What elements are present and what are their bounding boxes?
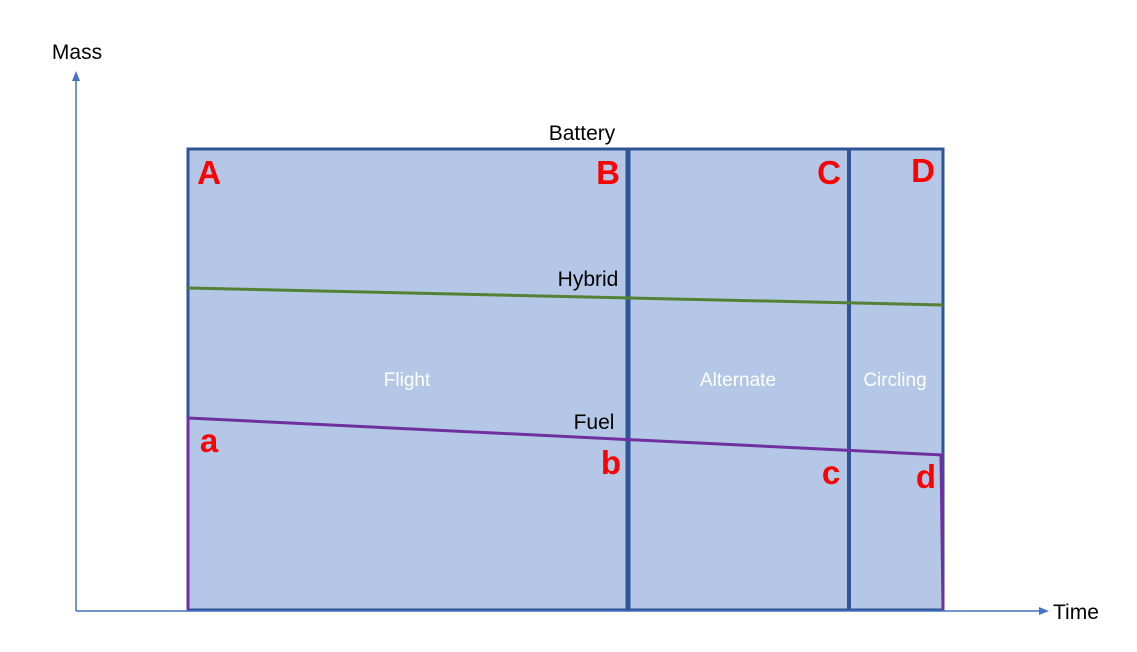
- phase-label-flight: Flight: [384, 370, 431, 391]
- battery-label: Battery: [549, 122, 616, 145]
- point-label-A: A: [197, 154, 221, 191]
- point-label-d: d: [916, 458, 936, 495]
- y-axis-label: Mass: [52, 41, 102, 64]
- mission-region: [186, 147, 945, 612]
- point-label-B: B: [596, 154, 620, 191]
- point-label-D: D: [911, 152, 935, 189]
- point-label-a: a: [200, 422, 219, 459]
- phase-label-alternate: Alternate: [700, 370, 776, 391]
- hybrid-line: [187, 286, 944, 307]
- point-label-b: b: [601, 444, 621, 481]
- x-axis-label: Time: [1053, 601, 1099, 624]
- fuel-line: [187, 416, 944, 457]
- phase-label-circling: Circling: [863, 370, 926, 391]
- fuel-label: Fuel: [574, 411, 615, 434]
- point-label-C: C: [817, 154, 841, 191]
- hybrid-label: Hybrid: [558, 268, 619, 291]
- fuel-right-edge: [939, 454, 945, 611]
- point-label-c: c: [822, 454, 840, 491]
